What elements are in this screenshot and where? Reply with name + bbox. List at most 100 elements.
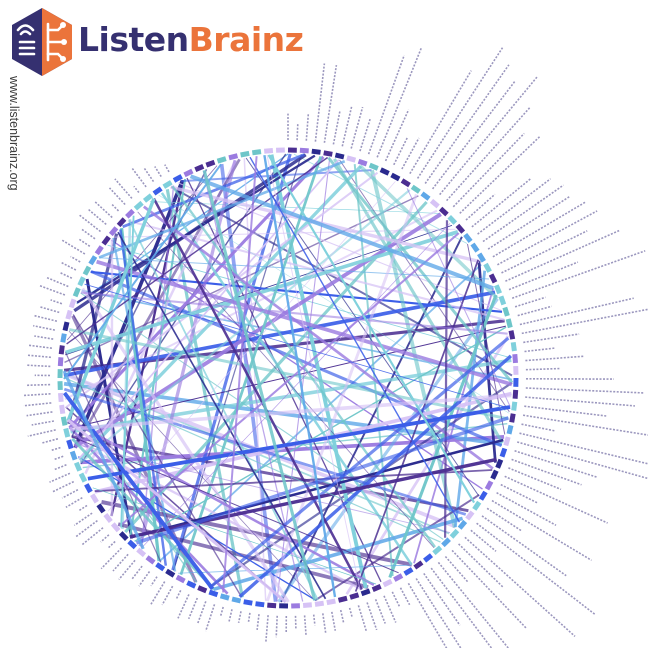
ring-segment [393, 573, 404, 582]
brand-name-brainz: Brainz [188, 20, 304, 59]
label-tick [177, 594, 190, 619]
ring-segment [66, 439, 74, 450]
label-tick [219, 606, 224, 616]
label-tick [339, 609, 345, 624]
ring-segment [410, 184, 421, 194]
chord-line [66, 165, 218, 341]
outer-ring [57, 147, 519, 609]
chord-line [71, 436, 399, 574]
label-tick [114, 178, 133, 199]
ring-segment [511, 401, 518, 411]
label-tick [431, 80, 517, 190]
ring-segment [447, 215, 458, 225]
label-tick [415, 578, 462, 648]
ring-segment [96, 503, 106, 514]
ring-segment [108, 226, 119, 237]
label-tick [524, 405, 608, 417]
label-tick [500, 483, 539, 505]
ring-segment [183, 168, 194, 178]
chord-line [63, 163, 222, 380]
chord-line [339, 159, 510, 413]
chord-line [314, 493, 480, 602]
ring-segment [512, 353, 518, 364]
label-tick [26, 411, 53, 417]
chord-line [243, 158, 267, 601]
label-tick [519, 297, 634, 326]
label-tick [521, 308, 648, 335]
ring-segment [455, 223, 466, 234]
chord-line [280, 236, 463, 603]
label-tick [237, 611, 242, 623]
ring-segment [403, 567, 414, 576]
chord-line [96, 259, 513, 387]
ring-segment [484, 480, 494, 491]
label-tick [464, 536, 576, 637]
chord-line [266, 154, 361, 591]
label-tick [522, 414, 648, 436]
label-tick [34, 335, 54, 340]
chord-line [119, 229, 168, 566]
label-tick [110, 203, 120, 212]
label-tick [470, 529, 497, 552]
label-tick [77, 504, 88, 512]
ring-segment [208, 589, 219, 598]
ring-segment [142, 193, 153, 203]
label-tick [424, 64, 510, 184]
chord-line [117, 231, 327, 600]
chord-line [84, 283, 511, 409]
chord-line [67, 418, 287, 604]
chord-line [333, 158, 504, 444]
ring-segment [470, 242, 480, 253]
ring-segment [502, 306, 510, 317]
ring-segment [483, 262, 492, 273]
ring-segment [231, 596, 242, 604]
label-tick [497, 210, 598, 266]
label-tick [341, 106, 353, 147]
label-tick [323, 64, 338, 143]
ring-segment [90, 493, 99, 504]
brand-name[interactable]: ListenBrainz [78, 18, 304, 62]
chord-line [98, 160, 346, 259]
ring-segment [58, 392, 64, 403]
ring-segment [243, 599, 253, 606]
ring-segment [512, 389, 519, 399]
label-tick [27, 364, 51, 368]
ring-segment [84, 483, 93, 494]
label-tick [78, 238, 91, 247]
label-tick [514, 450, 599, 479]
ring-segment [69, 450, 78, 461]
chord-line [222, 156, 258, 593]
ring-segment [62, 321, 70, 332]
brand-name-listen: Listen [78, 20, 189, 59]
chord-line [249, 156, 461, 523]
chord-line [265, 193, 418, 602]
label-tick [514, 296, 546, 308]
label-tick [374, 599, 386, 624]
ring-segment [57, 357, 64, 367]
chord-line [263, 155, 337, 598]
ring-segment [197, 585, 208, 594]
label-tick [275, 615, 278, 638]
ring-segment [438, 206, 449, 217]
brand-logo[interactable] [6, 6, 296, 78]
ring-segment [493, 284, 503, 295]
ring-segment [449, 528, 460, 539]
label-tick [61, 488, 79, 499]
label-tick [60, 272, 73, 279]
label-tick [508, 261, 579, 291]
ring-segment [73, 461, 83, 472]
ring-segment [205, 159, 216, 168]
label-tick [70, 255, 81, 263]
ring-segment [357, 158, 368, 167]
label-tick [525, 367, 561, 371]
label-tick [482, 184, 564, 243]
ring-segment [133, 200, 144, 211]
chord-line [277, 297, 499, 603]
ring-segment [175, 574, 186, 584]
label-tick [81, 527, 104, 546]
label-tick [505, 229, 620, 282]
ring-segment [382, 578, 393, 588]
chord-line [63, 387, 467, 516]
chord-line [66, 197, 156, 422]
label-tick [391, 591, 401, 608]
